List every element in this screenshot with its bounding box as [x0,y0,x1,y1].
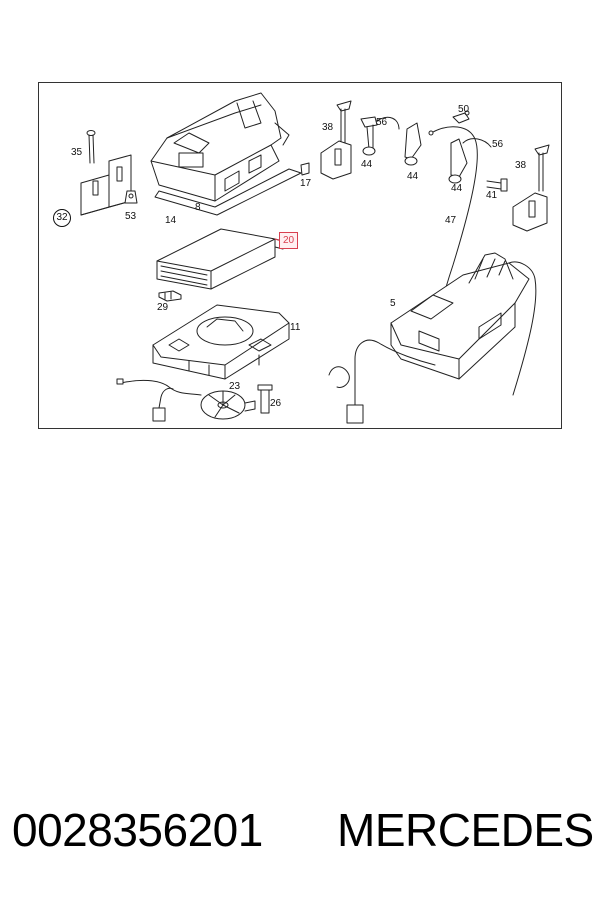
part-label-47[interactable]: 47 [445,215,457,226]
clip-50 [452,110,470,124]
lever-44-right [448,138,468,184]
bracket-38-right [512,144,550,232]
part-label-5[interactable]: 5 [390,298,396,309]
clip-17 [300,162,310,176]
upper-housing-8 [150,92,290,202]
clip-53 [124,190,138,204]
heater-core-20 [156,228,284,290]
part-label-38-right[interactable]: 38 [515,160,527,171]
product-footer: 0028356201 MERCEDES [0,800,600,860]
part-label-44-left[interactable]: 44 [361,159,373,170]
part-label-23[interactable]: 23 [229,381,241,392]
wire-harness-right [328,339,436,424]
gasket-14 [154,168,302,216]
part-label-29[interactable]: 29 [157,302,169,313]
part-29 [158,290,182,302]
part-label-38-left[interactable]: 38 [322,122,334,133]
cable-56-right [462,138,492,148]
part-label-32[interactable]: 32 [53,209,71,227]
part-label-11[interactable]: 11 [290,322,301,333]
part-label-56-left[interactable]: 56 [376,117,388,128]
bolt-41 [486,178,508,192]
bolt-35 [86,130,96,164]
part-label-53[interactable]: 53 [125,211,137,222]
part-label-14[interactable]: 14 [165,215,177,226]
part-label-17[interactable]: 17 [300,178,312,189]
part-number: 0028356201 [12,804,263,856]
part-label-41[interactable]: 41 [486,190,498,201]
part-label-35[interactable]: 35 [71,147,83,158]
parts-diagram: 5 8 11 14 17 20 23 26 29 32 35 38 38 41 … [38,82,562,429]
control-housing-5 [390,252,537,396]
wire-harness-left [116,378,202,422]
part-label-26[interactable]: 26 [270,398,282,409]
exploded-view-drawing [80,92,550,424]
lever-44-left [360,116,378,156]
part-label-44-right[interactable]: 44 [451,183,463,194]
part-label-44-mid[interactable]: 44 [407,171,419,182]
part-26 [257,384,273,414]
mounting-bracket-left [80,154,132,216]
brand-name: MERCEDES [337,804,594,856]
bracket-38-left [320,100,352,180]
part-label-50[interactable]: 50 [458,104,470,115]
part-label-20[interactable]: 20 [279,232,299,249]
part-label-56-right[interactable]: 56 [492,139,504,150]
part-label-8[interactable]: 8 [195,202,201,213]
cable-47 [428,126,478,298]
lever-44-mid [404,122,422,166]
cable-56-left [376,116,400,130]
blower-fan-23 [200,390,256,420]
lower-housing-11 [152,304,290,380]
